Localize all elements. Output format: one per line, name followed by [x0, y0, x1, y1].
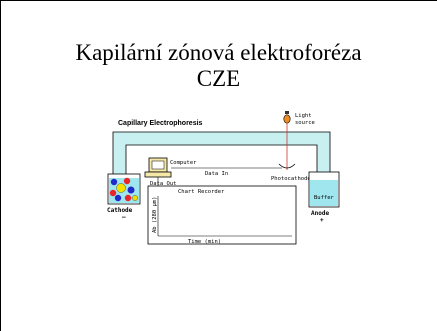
title-line-1: Kapilární zónová elektroforéza: [75, 40, 362, 65]
light-source-icon: [283, 111, 291, 170]
diagram-heading: Capillary Electrophoresis: [118, 120, 203, 127]
chart-y-axis-label: Ab (280 μm): [152, 197, 158, 233]
chart-recorder-box: [147, 185, 297, 245]
anode-label: Anode: [311, 210, 329, 217]
computer-label: Computer: [170, 160, 197, 166]
slide-title: Kapilární zónová elektroforéza CZE: [0, 40, 437, 92]
photocathode-label: Photocathode: [271, 176, 311, 182]
light-source-label-2: source: [295, 120, 315, 126]
anode-vessel: [308, 171, 340, 208]
cathode-vessel: [107, 173, 141, 205]
cathode-label: Cathode: [107, 207, 133, 214]
title-line-2: CZE: [196, 66, 241, 91]
chart-x-axis-label: Time (min): [188, 239, 221, 245]
computer-icon: [144, 157, 172, 178]
photocathode-icon: [278, 163, 296, 169]
slide-border: [0, 0, 437, 1]
chart-recorder-label: Chart Recorder: [178, 189, 225, 195]
data-out-label: Data Out: [150, 181, 177, 187]
data-in-label: Data In: [205, 171, 228, 177]
buffer-label: Buffer: [314, 195, 335, 201]
slide-border-left: [0, 0, 1, 331]
cathode-sign: –: [122, 214, 126, 221]
light-source-label-1: Light: [295, 113, 312, 119]
anode-sign: +: [320, 217, 324, 224]
